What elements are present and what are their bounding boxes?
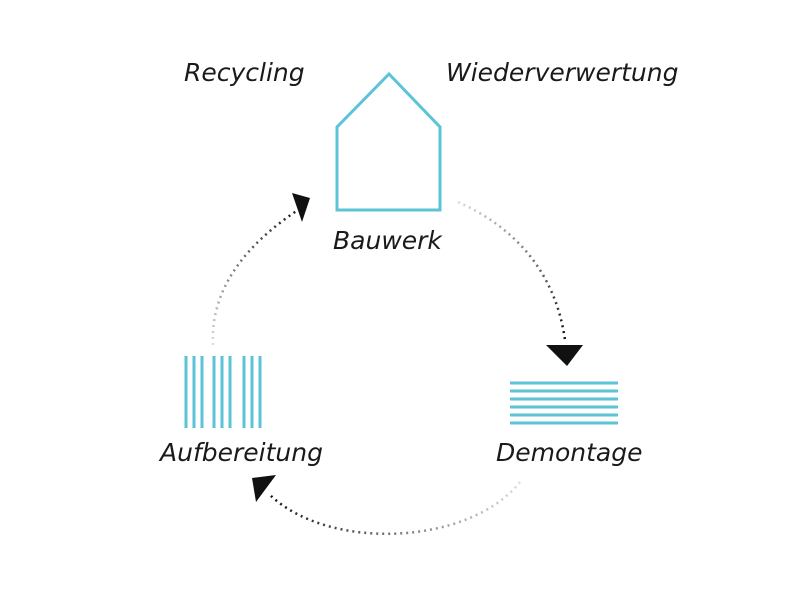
vertical-lines-icon [184,356,262,428]
arrowhead-aufbereitung [252,475,276,502]
node-label-aufbereitung: Aufbereitung [160,438,323,467]
arrowhead-bauwerk [292,193,310,222]
arrow-aufbereitung-to-bauwerk [211,208,299,346]
house-icon [335,71,442,212]
horizontal-lines-icon [510,381,618,425]
wiederverwertung-label: Wiederverwertung [446,58,679,87]
arrow-demontage-to-aufbereitung [269,481,521,536]
node-label-bauwerk: Bauwerk [333,226,442,255]
arrowhead-demontage [546,345,583,366]
recycling-label: Recycling [184,58,305,87]
node-label-demontage: Demontage [496,438,643,467]
arrow-bauwerk-to-demontage [457,200,567,341]
